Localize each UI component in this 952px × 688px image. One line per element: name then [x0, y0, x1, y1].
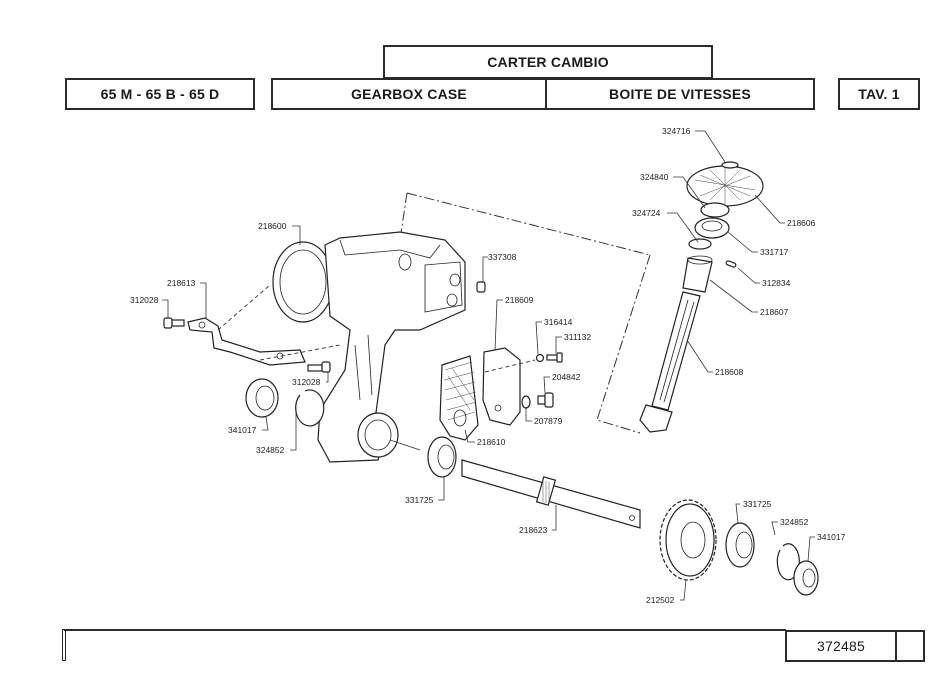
- part-label: 312028: [292, 377, 321, 387]
- part-label: 331725: [405, 495, 434, 505]
- vertical-shaft: [639, 291, 701, 433]
- part-label: 324852: [780, 517, 809, 527]
- cover-gasket: [439, 355, 479, 441]
- screw-small: [546, 352, 563, 363]
- title-english-box: GEARBOX CASE: [271, 78, 547, 110]
- main-shaft: [461, 459, 641, 529]
- part-label: 218610: [477, 437, 506, 447]
- title-italian: CARTER CAMBIO: [487, 54, 609, 70]
- part-label: 312028: [130, 295, 159, 305]
- screw-left: [163, 317, 185, 329]
- part-label: 341017: [228, 425, 257, 435]
- part-label: 218608: [715, 367, 744, 377]
- table-ref-box: TAV. 1: [838, 78, 920, 110]
- table-ref: TAV. 1: [858, 86, 900, 102]
- gearbox-case: [272, 231, 466, 463]
- bearing-left: [427, 436, 457, 478]
- seal-left: [245, 378, 279, 418]
- part-label: 218623: [519, 525, 548, 535]
- circlip-left: [295, 389, 325, 427]
- assembly-line-shaft: [406, 192, 651, 434]
- snap-ring: [721, 161, 739, 169]
- washer-small: [535, 353, 545, 363]
- part-label: 341017: [817, 532, 846, 542]
- part-label: 218607: [760, 307, 789, 317]
- part-label: 218609: [505, 295, 534, 305]
- drawing-number: 372485: [817, 638, 865, 654]
- part-label: 316414: [544, 317, 573, 327]
- part-label: 207879: [534, 416, 563, 426]
- part-label: 312834: [762, 278, 791, 288]
- part-label: 324724: [632, 208, 661, 218]
- bracket: [187, 317, 306, 366]
- title-english: GEARBOX CASE: [351, 86, 467, 102]
- models-label: 65 M - 65 B - 65 D: [100, 86, 220, 102]
- seal-right: [793, 560, 819, 596]
- roll-pin: [725, 260, 737, 268]
- bearing-upper: [694, 217, 730, 239]
- part-label: 324852: [256, 445, 285, 455]
- part-label: 324716: [662, 126, 691, 136]
- bearing-right: [725, 522, 755, 568]
- part-label: 218606: [787, 218, 816, 228]
- models-box: 65 M - 65 B - 65 D: [65, 78, 255, 110]
- drawing-number-box: 372485: [785, 630, 897, 662]
- plug: [537, 392, 554, 408]
- title-italian-box: CARTER CAMBIO: [383, 45, 713, 79]
- pin: [476, 281, 486, 293]
- washer-seal: [521, 395, 531, 409]
- part-label: 204842: [552, 372, 581, 382]
- cover-plate: [482, 347, 521, 426]
- bevel-gear: [686, 165, 764, 207]
- part-label: 324840: [640, 172, 669, 182]
- title-french: BOITE DE VITESSES: [609, 86, 751, 102]
- footer-extra-cell: [895, 630, 925, 662]
- spacer-ring: [688, 238, 712, 250]
- part-label: 311132: [564, 332, 591, 342]
- screw-right: [307, 361, 331, 373]
- part-label: 331725: [743, 499, 772, 509]
- part-label: 218613: [167, 278, 196, 288]
- title-french-box: BOITE DE VITESSES: [545, 78, 815, 110]
- footer-rule: [64, 629, 786, 631]
- gear: [659, 499, 717, 581]
- part-label: 331717: [760, 247, 789, 257]
- part-label: 212502: [646, 595, 675, 605]
- part-label: 337308: [488, 252, 517, 262]
- sleeve: [682, 255, 713, 293]
- part-label: 218600: [258, 221, 287, 231]
- shim-washer: [700, 202, 730, 218]
